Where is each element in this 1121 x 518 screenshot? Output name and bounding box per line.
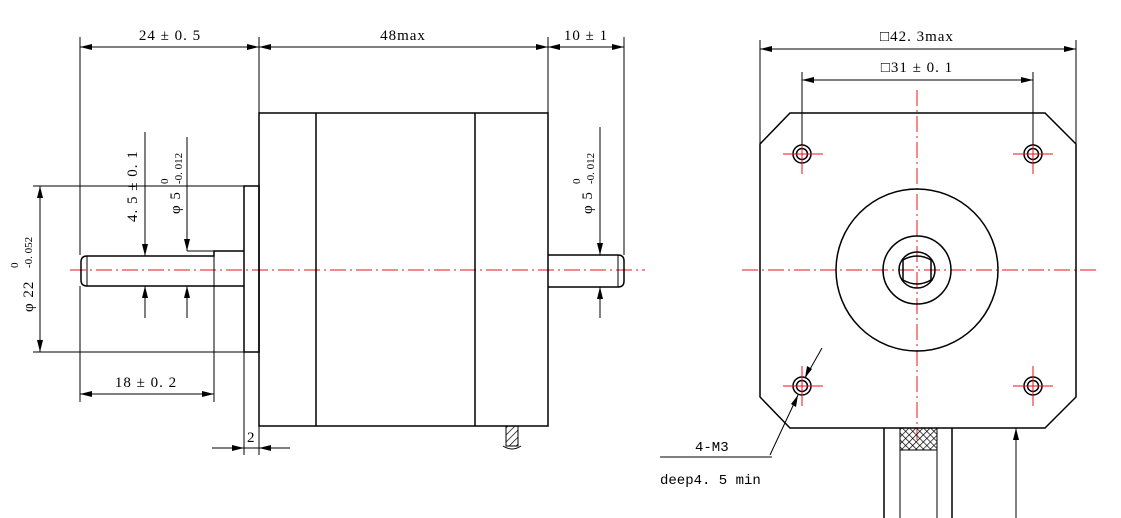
dim-boss-dia: φ 22 bbox=[21, 281, 37, 312]
dim-rear-shaft-tol-upper: 0 bbox=[571, 178, 583, 184]
mounting-hole-top-left bbox=[783, 134, 823, 174]
dim-body-width: □42. 3max bbox=[880, 29, 954, 45]
dim-rear-shaft-tol-lower: -0. 012 bbox=[585, 153, 597, 184]
mounting-hole-bottom-left bbox=[783, 366, 823, 406]
dim-boss-thickness: 2 bbox=[247, 430, 256, 446]
dim-flange-offset: 24 ± 0. 5 bbox=[139, 28, 201, 44]
dim-boss-tol-lower: -0. 052 bbox=[23, 237, 35, 268]
front-cable-connector-cross bbox=[899, 427, 938, 451]
note-thread: 4-M3 bbox=[695, 440, 729, 456]
dim-front-shaft-dia: φ 5 bbox=[168, 191, 184, 214]
dim-hole-spacing: □31 ± 0. 1 bbox=[881, 60, 953, 76]
front-shaft bbox=[80, 250, 244, 287]
side-cable bbox=[505, 425, 519, 447]
front-boss bbox=[243, 185, 260, 353]
note-depth: deep4. 5 min bbox=[660, 473, 761, 489]
flange-circle bbox=[835, 188, 999, 352]
dim-rear-shaft-dia: φ 5 bbox=[580, 191, 596, 214]
side-cable-end bbox=[502, 445, 522, 450]
dim-front-shaft-length: 18 ± 0. 2 bbox=[115, 375, 177, 391]
dim-front-shaft-tol-lower: -0. 012 bbox=[173, 153, 185, 184]
front-body-outline bbox=[759, 112, 1077, 429]
dim-body-length: 48max bbox=[380, 28, 426, 44]
front-view: □42. 3max □31 ± 0. 1 4-M3 deep4. 5 min bbox=[660, 29, 1098, 518]
dim-boss-tol-upper: 0 bbox=[9, 262, 21, 268]
boss-circle bbox=[882, 235, 952, 305]
shaft-flat bbox=[902, 255, 932, 285]
mounting-hole-bottom-right bbox=[1013, 366, 1053, 406]
shaft-circle bbox=[898, 251, 936, 289]
dim-rear-shaft: 10 ± 1 bbox=[564, 28, 608, 44]
dim-front-shaft-tol-upper: 0 bbox=[159, 178, 171, 184]
side-view: 24 ± 0. 5 48max 10 ± 1 4. 5 ± 0. 1 φ 5 0… bbox=[9, 28, 645, 455]
rear-shaft bbox=[548, 254, 625, 288]
